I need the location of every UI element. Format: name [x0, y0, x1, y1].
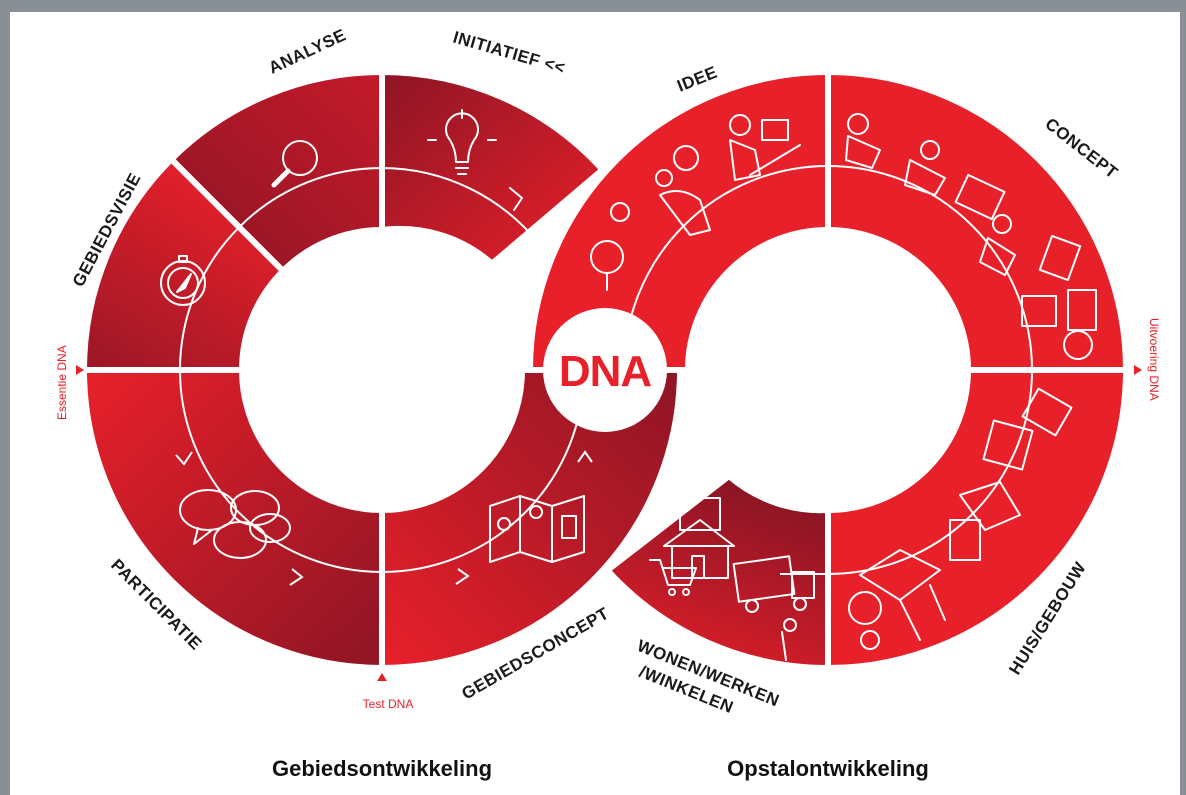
marker-test: Test DNA	[363, 697, 414, 711]
magnifier-icon	[271, 140, 318, 188]
segment-analyse	[167, 68, 385, 276]
segment-initiatief	[379, 68, 607, 268]
segment-gebiedsconcept	[379, 367, 684, 672]
speech-bubbles-icon	[179, 489, 291, 559]
segment-gebiedsvisie	[80, 155, 288, 373]
segment-wonen-werken	[602, 472, 831, 672]
title-gebiedsontwikkeling: Gebiedsontwikkeling	[272, 756, 492, 781]
thinking-person-icon	[590, 114, 801, 291]
lightbulb-icon	[427, 109, 523, 211]
dna-logo: DNA	[559, 347, 652, 396]
moving-truck-icon	[732, 555, 815, 661]
title-opstalontwikkeling: Opstalontwikkeling	[727, 756, 929, 781]
marker-uitvoering: Uitvoering DNA	[1147, 318, 1161, 401]
compass-icon	[160, 255, 206, 306]
test-marker-icon	[377, 673, 387, 681]
marker-essentie: Essentie DNA	[55, 345, 69, 420]
flow-path-left	[175, 167, 593, 586]
house-shopping-cart-icon	[649, 497, 735, 596]
dna-logo-circle	[543, 308, 667, 432]
construction-tools-icon	[848, 387, 1073, 650]
flow-path-right	[623, 164, 1034, 575]
essentie-marker-icon	[76, 365, 84, 375]
uitvoering-marker-icon	[1134, 365, 1142, 375]
map-icon	[489, 495, 585, 563]
designer-desk-icon	[845, 113, 1097, 360]
